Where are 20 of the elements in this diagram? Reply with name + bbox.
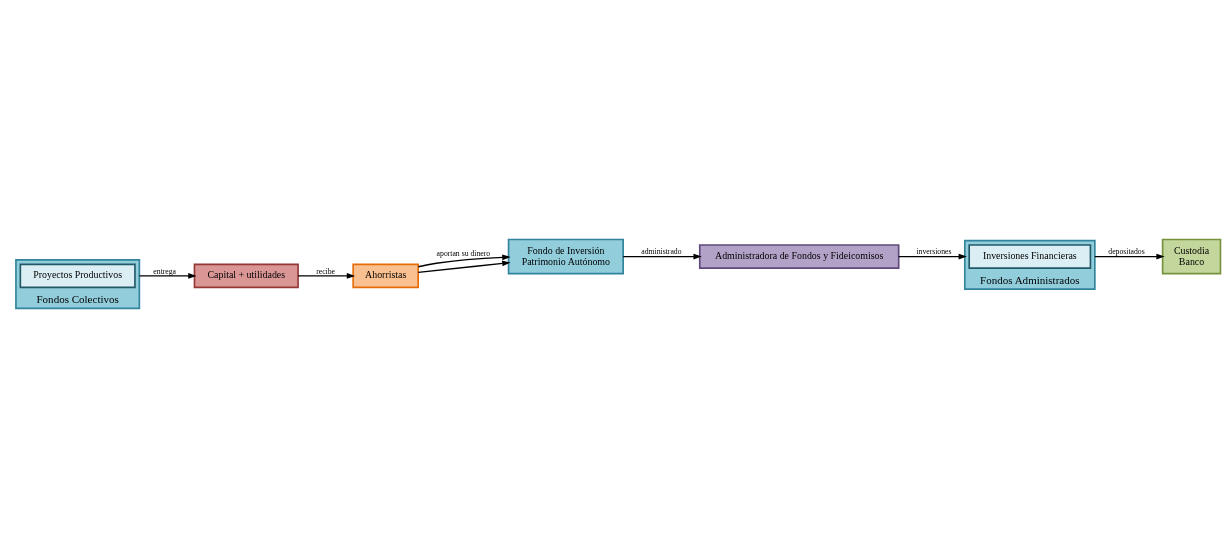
arrow bbox=[417, 253, 511, 267]
arrow bbox=[297, 272, 356, 279]
arrow bbox=[898, 253, 967, 259]
node-box: Custodia Banco bbox=[1161, 238, 1222, 274]
node-box: Administradora de Fondos y Fideicomisos bbox=[698, 243, 900, 269]
arrow bbox=[138, 272, 197, 279]
node-box: Proyectos Productivos bbox=[19, 263, 136, 288]
edge-label: depositados bbox=[1108, 247, 1145, 256]
edge-label: entrega bbox=[153, 266, 177, 276]
node-box: Inversiones Financieras bbox=[968, 243, 1092, 269]
arrow bbox=[417, 260, 511, 273]
edge-label: aportan su dinero bbox=[436, 248, 491, 258]
arrow bbox=[622, 253, 702, 259]
edge-label: inversiones bbox=[916, 247, 952, 256]
arrow bbox=[1094, 253, 1165, 259]
edge-label: administrado bbox=[641, 247, 682, 256]
node-box: Capital + utilidades bbox=[193, 263, 299, 288]
edge-label: recibe bbox=[316, 266, 336, 276]
node-box: Ahorristas bbox=[352, 263, 419, 288]
node-box: Fondo de Inversión Patrimonio Autónomo bbox=[507, 238, 624, 274]
